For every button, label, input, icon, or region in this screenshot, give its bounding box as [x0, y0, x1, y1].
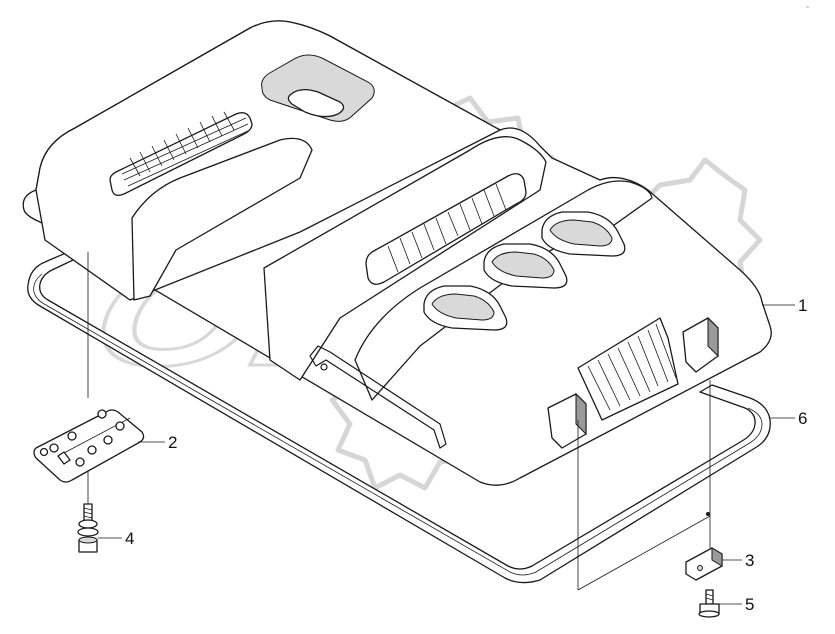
top-recess: [261, 54, 375, 122]
callout-label-6: 6: [798, 409, 807, 428]
vent-slots-left: [109, 111, 253, 196]
hinge-part: [33, 409, 145, 483]
bracket-part: [685, 547, 723, 581]
assembly-lines: [87, 252, 711, 591]
callout-3: 3: [722, 551, 754, 570]
callout-4: 4: [98, 529, 134, 548]
callout-6: 6: [770, 409, 807, 428]
hood-cover: [22, 20, 772, 486]
callout-label-2: 2: [168, 433, 177, 452]
handle-slots: [423, 211, 626, 331]
callout-label-3: 3: [745, 551, 754, 570]
front-grille: [577, 317, 679, 421]
bolt-part: [698, 589, 720, 618]
callout-2: 2: [138, 433, 177, 452]
wire-handle: [309, 345, 447, 449]
callout-5: 5: [719, 595, 754, 614]
callout-1: 1: [762, 296, 807, 315]
callout-label-1: 1: [798, 296, 807, 315]
vent-slots-center: [365, 173, 527, 285]
callout-label-5: 5: [745, 595, 754, 614]
corner-stamp: ~: [806, 5, 809, 11]
bolt-with-washers: [77, 503, 99, 553]
seal-frame: [27, 245, 771, 584]
callout-label-4: 4: [125, 529, 134, 548]
